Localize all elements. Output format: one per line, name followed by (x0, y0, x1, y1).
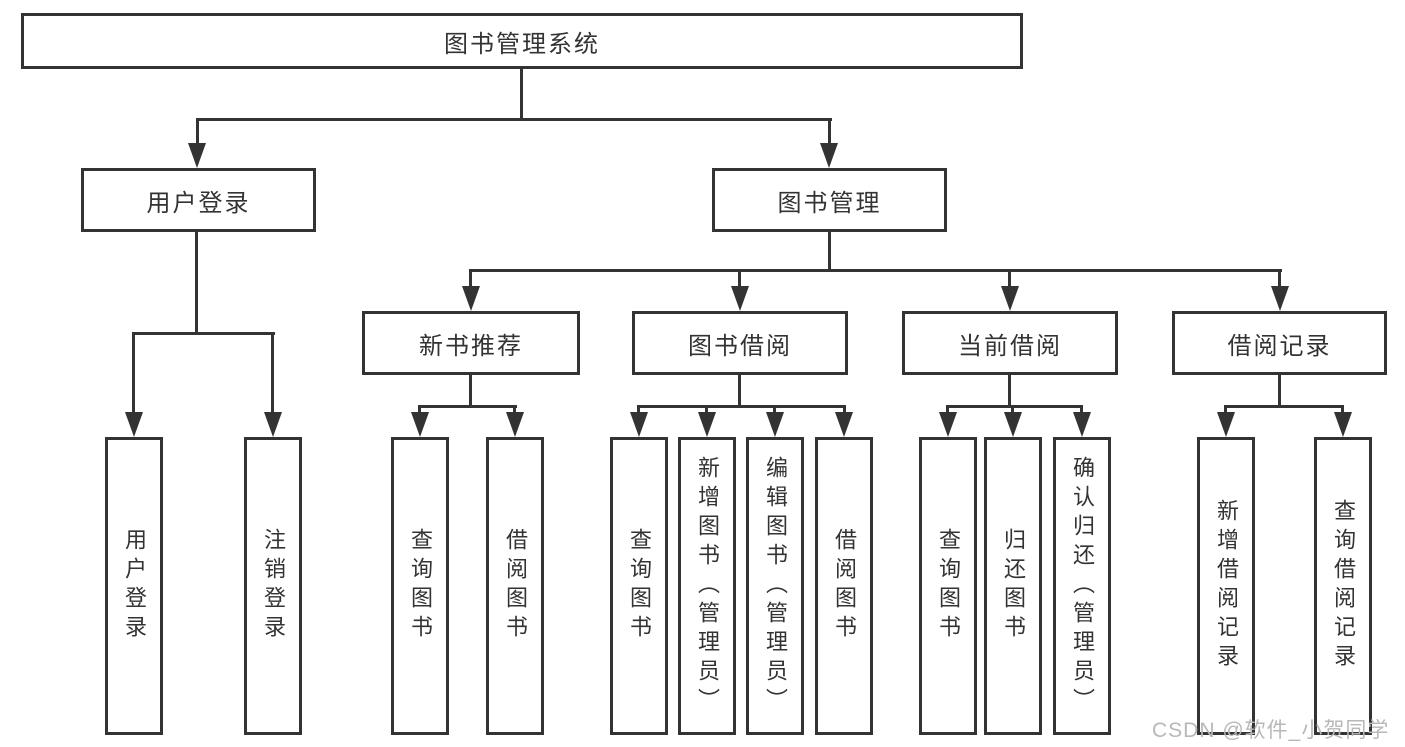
connector-line (520, 67, 523, 120)
leaf-newbook-query-books: 查询图书 (391, 437, 449, 735)
node-label: 新书推荐 (419, 332, 523, 360)
connector-line (132, 332, 275, 335)
arrow-down (462, 286, 480, 311)
leaf-user-login: 用户登录 (105, 437, 163, 735)
arrow-down (125, 412, 143, 437)
connector-line (828, 118, 831, 146)
leaf-borrow-query-books: 查询图书 (610, 437, 668, 735)
connector-line (828, 230, 831, 272)
leaf-label: 新增图书（管理员） (695, 455, 720, 717)
node-label: 用户登录 (146, 189, 251, 217)
leaf-label: 借阅图书 (832, 528, 857, 644)
leaf-label: 查询图书 (627, 528, 652, 644)
connector-line (738, 373, 741, 408)
arrow-down (1004, 412, 1022, 437)
connector-line (637, 405, 640, 417)
leaf-records-query-record: 查询借阅记录 (1314, 437, 1372, 735)
leaf-label: 借阅图书 (503, 528, 528, 644)
arrow-down (939, 412, 957, 437)
node-label: 当前借阅 (958, 332, 1062, 360)
node-current-borrowing: 当前借阅 (902, 311, 1118, 375)
connector-line (1224, 405, 1227, 417)
arrow-down (630, 412, 648, 437)
connector-line (1341, 405, 1344, 417)
arrow-down (411, 412, 429, 437)
leaf-label: 查询图书 (936, 528, 961, 644)
leaf-current-confirm-return-admin: 确认归还（管理员） (1053, 437, 1111, 735)
node-user-login: 用户登录 (81, 168, 316, 232)
arrow-down (1271, 286, 1289, 311)
connector-line (195, 230, 198, 335)
connector-line (946, 405, 949, 417)
node-book-borrowing: 图书借阅 (632, 311, 848, 375)
connector-line (196, 118, 199, 146)
connector-line (1278, 269, 1281, 289)
arrow-down (1001, 286, 1019, 311)
leaf-label: 确认归还（管理员） (1070, 455, 1095, 717)
connector-line (469, 269, 1282, 272)
leaf-logout: 注销登录 (244, 437, 302, 735)
leaf-current-query-books: 查询图书 (919, 437, 977, 735)
watermark: CSDN @软件_小贺同学 (1152, 719, 1390, 742)
leaf-label: 注销登录 (261, 528, 286, 644)
leaf-borrow-edit-books-admin: 编辑图书（管理员） (746, 437, 804, 735)
node-book-management: 图书管理 (712, 168, 947, 232)
arrow-down (506, 412, 524, 437)
node-library-management-system: 图书管理系统 (21, 13, 1023, 69)
connector-line (1080, 405, 1083, 417)
arrow-down (835, 412, 853, 437)
leaf-newbook-borrow-books: 借阅图书 (486, 437, 544, 735)
node-borrowing-records: 借阅记录 (1172, 311, 1387, 375)
connector-line (1011, 405, 1014, 417)
connector-line (1224, 405, 1344, 408)
connector-line (196, 118, 832, 121)
connector-line (738, 269, 741, 289)
arrow-down (698, 412, 716, 437)
connector-line (271, 332, 274, 414)
arrow-down (766, 412, 784, 437)
arrow-down (820, 143, 838, 168)
connector-line (946, 405, 1083, 408)
connector-line (1008, 373, 1011, 408)
leaf-label: 查询图书 (408, 528, 433, 644)
arrow-down (264, 412, 282, 437)
node-label: 图书借阅 (688, 332, 792, 360)
connector-line (1008, 269, 1011, 289)
connector-line (705, 405, 708, 417)
leaf-label: 用户登录 (122, 528, 147, 644)
node-label: 图书管理 (777, 189, 882, 217)
connector-line (513, 405, 516, 417)
arrow-down (731, 286, 749, 311)
node-label: 借阅记录 (1227, 332, 1332, 360)
leaf-borrow-add-books-admin: 新增图书（管理员） (678, 437, 736, 735)
leaf-label: 编辑图书（管理员） (763, 455, 788, 717)
arrow-down (188, 143, 206, 168)
arrow-down (1073, 412, 1091, 437)
leaf-borrow-borrow-books: 借阅图书 (815, 437, 873, 735)
leaf-label: 新增借阅记录 (1214, 499, 1239, 673)
node-new-book-recommendation: 新书推荐 (362, 311, 580, 375)
node-label: 图书管理系统 (444, 30, 600, 58)
arrow-down (1334, 412, 1352, 437)
connector-line (469, 373, 472, 408)
connector-line (637, 405, 846, 408)
leaf-label: 归还图书 (1001, 528, 1026, 644)
connector-line (843, 405, 846, 417)
connector-line (418, 405, 517, 408)
connector-line (469, 269, 472, 289)
connector-line (773, 405, 776, 417)
leaf-label: 查询借阅记录 (1331, 499, 1356, 673)
connector-line (132, 332, 135, 414)
leaf-current-return-books: 归还图书 (984, 437, 1042, 735)
connector-line (418, 405, 421, 417)
leaf-records-add-record: 新增借阅记录 (1197, 437, 1255, 735)
arrow-down (1217, 412, 1235, 437)
connector-line (1278, 373, 1281, 408)
